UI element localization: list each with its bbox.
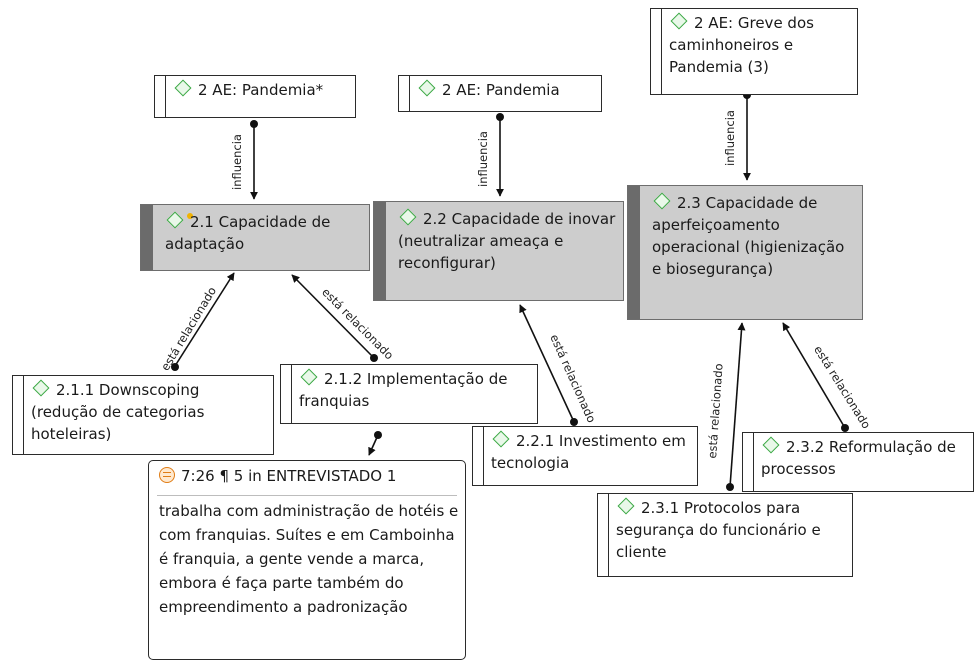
code-label: 2.3 Capacidade de aperfeiçoamento operac… <box>652 194 845 278</box>
quotation-node[interactable]: 7:26 ¶ 5 in ENTREVISTADO 1 trabalha com … <box>148 460 466 660</box>
quotation-header-text: 7:26 ¶ 5 in ENTREVISTADO 1 <box>181 467 397 485</box>
label-influencia: influencia <box>230 134 244 190</box>
code-label: 2.2.1 Investimento em tecnologia <box>491 432 686 472</box>
quotation-header: 7:26 ¶ 5 in ENTREVISTADO 1 <box>159 467 396 485</box>
code-node-ae-greve[interactable]: 2 AE: Greve dos caminhoneiros e Pandemia… <box>650 8 858 95</box>
category-bar <box>628 186 640 319</box>
code-label: 2 AE: Greve dos caminhoneiros e Pandemia… <box>669 14 814 76</box>
code-node-2-1-1[interactable]: 2.1.1 Downscoping (redução de categorias… <box>12 375 274 455</box>
quotation-icon <box>159 467 175 483</box>
code-node-2-1-2[interactable]: 2.1.2 Implementação de franquias <box>280 364 538 424</box>
code-node-ae-pandemia[interactable]: 2 AE: Pandemia <box>398 75 602 112</box>
code-label: 2.1 Capacidade de adaptação <box>165 213 331 253</box>
code-label: 2.1.1 Downscoping (redução de categorias… <box>31 381 205 443</box>
diamond-code-icon <box>418 79 436 97</box>
diamond-code-icon <box>617 497 635 515</box>
diamond-code-icon <box>399 208 417 226</box>
code-label: 2.2 Capacidade de inovar (neutralizar am… <box>398 210 616 272</box>
code-node-2-2-1[interactable]: 2.2.1 Investimento em tecnologia <box>472 426 698 486</box>
code-label: 2 AE: Pandemia* <box>198 81 324 99</box>
quotation-text: trabalha com administração de hotéis e c… <box>159 502 459 616</box>
link-rel-221-22 <box>519 304 575 423</box>
diamond-code-icon <box>166 211 184 229</box>
code-node-ae-pandemia-star[interactable]: 2 AE: Pandemia* <box>154 75 356 118</box>
diamond-code-icon <box>174 79 192 97</box>
code-node-2-1[interactable]: 2.1 Capacidade de adaptação <box>140 204 370 271</box>
link-rel-231-23 <box>729 322 746 488</box>
link-rel-212-21 <box>291 274 375 359</box>
link-rel-232-23 <box>782 322 846 429</box>
code-node-2-3-2[interactable]: 2.3.2 Reformulação de processos <box>742 432 974 492</box>
code-node-2-2[interactable]: 2.2 Capacidade de inovar (neutralizar am… <box>373 201 624 301</box>
diamond-code-icon <box>492 430 510 448</box>
diamond-code-icon <box>300 368 318 386</box>
label-influencia: influencia <box>476 131 490 187</box>
code-label: 2.3.2 Reformulação de processos <box>761 438 956 478</box>
diamond-code-icon <box>32 379 50 397</box>
link-rel-211-21 <box>174 272 235 367</box>
diamond-code-icon <box>670 12 688 30</box>
diamond-code-icon <box>653 192 671 210</box>
code-label: 2.3.1 Protocolos para segurança do funci… <box>616 499 821 561</box>
code-node-2-3-1[interactable]: 2.3.1 Protocolos para segurança do funci… <box>597 493 853 577</box>
quotation-divider <box>157 495 457 496</box>
label-influencia: influencia <box>723 110 737 166</box>
star-marker-icon <box>187 213 193 219</box>
code-node-2-3[interactable]: 2.3 Capacidade de aperfeiçoamento operac… <box>627 185 863 320</box>
category-bar <box>374 202 386 300</box>
diamond-code-icon <box>762 436 780 454</box>
category-bar <box>141 205 153 270</box>
code-label: 2 AE: Pandemia <box>442 81 560 99</box>
code-label: 2.1.2 Implementação de franquias <box>299 370 508 410</box>
relation-links <box>171 91 849 491</box>
